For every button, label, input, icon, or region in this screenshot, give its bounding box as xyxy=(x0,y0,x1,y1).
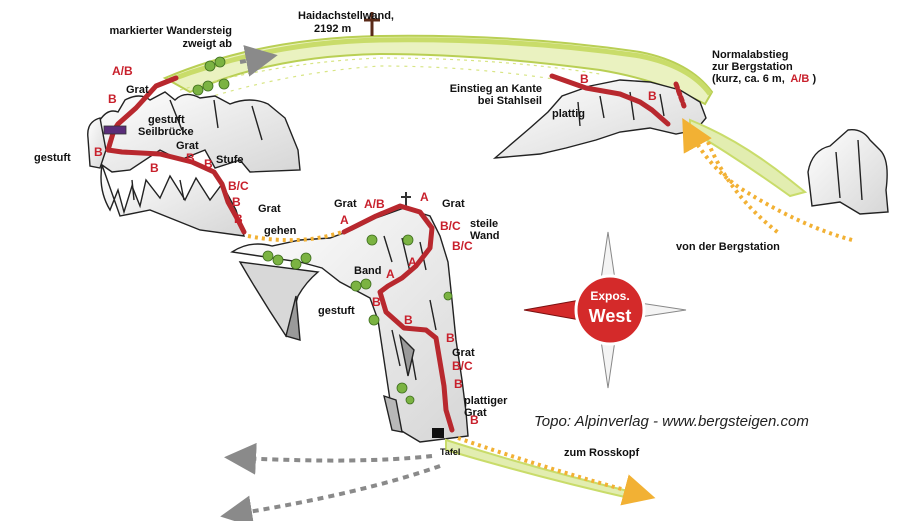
seilbruecke-marker xyxy=(103,125,127,135)
grade-label: B xyxy=(234,212,243,226)
grade-label: B xyxy=(150,161,159,175)
climbing-route xyxy=(105,73,687,433)
grade-labels: A/B B B B B B B/C B B A A/B A B/C B/C A … xyxy=(94,64,657,427)
grade-label: A xyxy=(340,213,349,227)
label-stufe: Stufe xyxy=(216,154,244,166)
label-grat-mid: Grat xyxy=(176,140,199,152)
rock-right-upper xyxy=(492,79,707,159)
rock-far-right xyxy=(807,129,889,215)
grade-label: B/C xyxy=(452,359,473,373)
label-abstieg-2: zur Bergstation xyxy=(712,61,793,73)
compass-line1: Expos. xyxy=(590,289,629,303)
summit-cross-icon xyxy=(364,12,380,36)
label-plattiger-2: Grat xyxy=(464,407,487,419)
label-band: Band xyxy=(354,265,382,277)
compass: Expos. West xyxy=(523,231,687,389)
compass-line2: West xyxy=(589,306,632,326)
label-plattiger-1: plattiger xyxy=(464,395,508,407)
label-einstieg-2: bei Stahlseil xyxy=(478,95,542,107)
grass-slope-right xyxy=(689,118,808,198)
label-steile-1: steile xyxy=(470,218,498,230)
label-gehen: gehen xyxy=(264,225,297,237)
grade-label: B xyxy=(232,195,241,209)
grade-label: B/C xyxy=(452,239,473,253)
label-gestuft-left: gestuft xyxy=(34,152,71,164)
grade-label: B xyxy=(94,145,103,159)
text-labels: Haidachstellwand, 2192 m markierter Wand… xyxy=(34,10,816,459)
label-abstieg-1: Normalabstieg xyxy=(712,49,788,61)
compass-badge xyxy=(574,274,646,346)
grade-label: B xyxy=(648,89,657,103)
grade-label: B xyxy=(204,157,213,171)
label-tafel: Tafel xyxy=(440,447,460,457)
label-wandersteig-1: markierter Wandersteig xyxy=(110,25,232,37)
grade-label: B xyxy=(470,413,479,427)
grade-label: B xyxy=(446,331,455,345)
grade-label: A xyxy=(386,267,395,281)
label-rosskopf: zum Rosskopf xyxy=(564,447,640,459)
label-abstieg-close: ) xyxy=(812,73,816,85)
grade-label: A/B xyxy=(364,197,385,211)
label-steile-2: Wand xyxy=(470,230,500,242)
label-plattig: plattig xyxy=(552,108,585,120)
shrubs xyxy=(192,56,453,405)
label-bergstation: von der Bergstation xyxy=(676,241,780,253)
grade-label: B xyxy=(580,72,589,86)
label-abstieg-3: (kurz, ca. 6 m, A/B ) xyxy=(712,73,816,85)
label-einstieg-1: Einstieg an Kante xyxy=(450,83,542,95)
label-grat-left2: Grat xyxy=(334,198,357,210)
gray-trails xyxy=(220,45,441,521)
orange-approach-paths xyxy=(247,118,853,506)
grade-label: A xyxy=(408,255,417,269)
tafel-sign-icon xyxy=(432,428,444,438)
label-grat-low: Grat xyxy=(452,347,475,359)
grade-label: B xyxy=(186,151,195,165)
label-seilbruecke: Seilbrücke xyxy=(138,126,194,138)
grade-label: A/B xyxy=(112,64,133,78)
rock-middle xyxy=(230,207,469,443)
grade-label: B xyxy=(108,92,117,106)
grade-label: A xyxy=(420,190,429,204)
grade-label: B/C xyxy=(440,219,461,233)
label-grat-right2: Grat xyxy=(442,198,465,210)
label-gestuft-seil: gestuft xyxy=(148,114,185,126)
summit-altitude: 2192 m xyxy=(314,23,352,35)
label-abstieg-3-text: (kurz, ca. 6 m, xyxy=(712,73,785,85)
label-gestuft-low: gestuft xyxy=(318,305,355,317)
grade-label: B/C xyxy=(228,179,249,193)
grade-label: B xyxy=(404,313,413,327)
topo-credit: Topo: Alpinverlag - www.bergsteigen.com xyxy=(534,413,809,430)
label-wandersteig-2: zweigt ab xyxy=(182,38,232,50)
grade-label: B xyxy=(372,295,381,309)
label-abstieg-grade: A/B xyxy=(790,73,809,85)
label-grat-b: Grat xyxy=(258,203,281,215)
label-grat-top: Grat xyxy=(126,84,149,96)
summit-name: Haidachstellwand, xyxy=(298,10,394,22)
grade-label: B xyxy=(454,377,463,391)
